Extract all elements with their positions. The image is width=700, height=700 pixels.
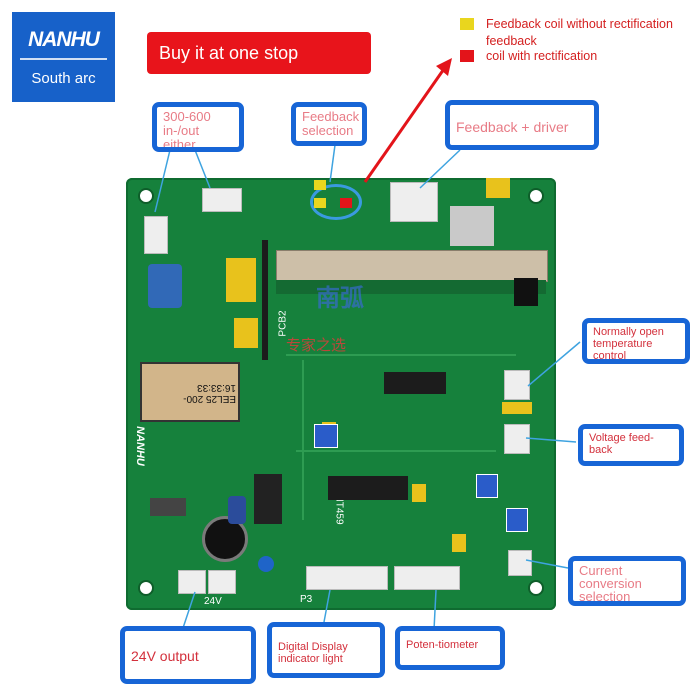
black-connector <box>514 278 538 306</box>
promo-banner: Buy it at one stop <box>147 32 371 74</box>
current-selection-connector <box>508 550 532 576</box>
leader-line-input <box>194 149 211 189</box>
mounting-hole <box>528 580 544 596</box>
header-strip <box>276 280 546 294</box>
leader-line-display <box>323 589 331 623</box>
callout-current-conversion: Current conversion selection <box>568 556 686 606</box>
red-arrow-line <box>363 65 448 183</box>
input-connector <box>144 216 168 254</box>
callout-digital-display: Digital Display indicator light <box>267 622 385 678</box>
yellow-capacitor <box>412 484 426 502</box>
blue-capacitor <box>258 556 274 572</box>
leader-line-feedback-selection <box>329 144 336 183</box>
ic-chip <box>328 476 408 500</box>
daughter-board <box>276 250 548 282</box>
yellow-jumper <box>314 180 326 190</box>
watermark-main: 南弧 <box>316 285 364 312</box>
yellow-capacitor <box>502 402 532 414</box>
brand-tagline: South arc <box>31 70 96 87</box>
relay-block <box>450 206 494 246</box>
film-capacitor <box>148 264 182 308</box>
mounting-hole <box>138 188 154 204</box>
output-voltage-mark: 24V <box>204 596 222 607</box>
callout-voltage-feedback: Voltage feed-back <box>578 424 684 466</box>
callout-temp-control: Normally open temperature control <box>582 318 690 364</box>
red-arrow-head <box>436 58 452 76</box>
electrolytic-capacitor <box>228 496 246 524</box>
trimmer-potentiometer <box>476 474 498 498</box>
watermark-sub: 专家之选 <box>286 337 347 354</box>
brand-underline <box>20 58 107 60</box>
leader-line-input <box>154 149 171 213</box>
leader-line-feedback-driver <box>419 149 461 189</box>
ic-chip <box>384 372 446 394</box>
leader-line-temp-control <box>527 341 581 387</box>
callout-feedback-selection: Feedback selection <box>291 102 367 146</box>
trace <box>302 360 304 520</box>
legend-yellow-swatch <box>460 18 474 30</box>
output-24v-connector <box>208 570 236 594</box>
display-connector <box>306 566 388 590</box>
yellow-jumper <box>314 198 326 208</box>
legend-red-text: coil with rectification <box>486 49 598 63</box>
transformer <box>140 362 240 422</box>
leader-line-current-conversion <box>525 559 569 569</box>
trace <box>296 450 496 452</box>
circuit-board: EEL25 200-16:33:33 PCB2 NANHU NT459 24V … <box>126 178 556 610</box>
top-left-connector <box>202 188 242 212</box>
mounting-hole <box>138 580 154 596</box>
yellow-capacitor <box>486 178 510 198</box>
callout-24v-output: 24V output <box>120 626 256 684</box>
legend-yellow-text: Feedback coil without rectification feed… <box>486 17 673 48</box>
callout-input: 300-600 in-/out either <box>152 102 244 152</box>
trimmer-potentiometer <box>506 508 528 532</box>
mounting-hole <box>528 188 544 204</box>
callout-potentiometer: Poten-tiometer <box>395 626 505 670</box>
power-transistor <box>150 498 186 516</box>
brand-badge: NANHU South arc <box>12 12 115 102</box>
brand-logo: NANHU <box>28 28 100 51</box>
yellow-capacitor <box>452 534 466 552</box>
potentiometer-connector <box>394 566 460 590</box>
trimmer-potentiometer <box>314 424 338 448</box>
yellow-capacitor <box>234 318 258 348</box>
output-24v-connector <box>178 570 206 594</box>
yellow-capacitor <box>226 258 256 302</box>
leader-line-voltage-feedback <box>525 437 577 443</box>
p3-label: P3 <box>300 594 313 605</box>
leader-line-24v <box>182 591 196 629</box>
legend-red-swatch <box>460 50 474 62</box>
red-jumper <box>340 198 352 208</box>
heatsink-strip <box>262 240 268 360</box>
driver-connector <box>390 182 438 222</box>
callout-feedback-driver: Feedback + driver <box>445 100 599 150</box>
voltage-regulator <box>254 474 282 524</box>
trace <box>286 354 516 356</box>
feedback-jumper-ring <box>310 184 362 220</box>
leader-line-potentiometer <box>433 589 437 631</box>
